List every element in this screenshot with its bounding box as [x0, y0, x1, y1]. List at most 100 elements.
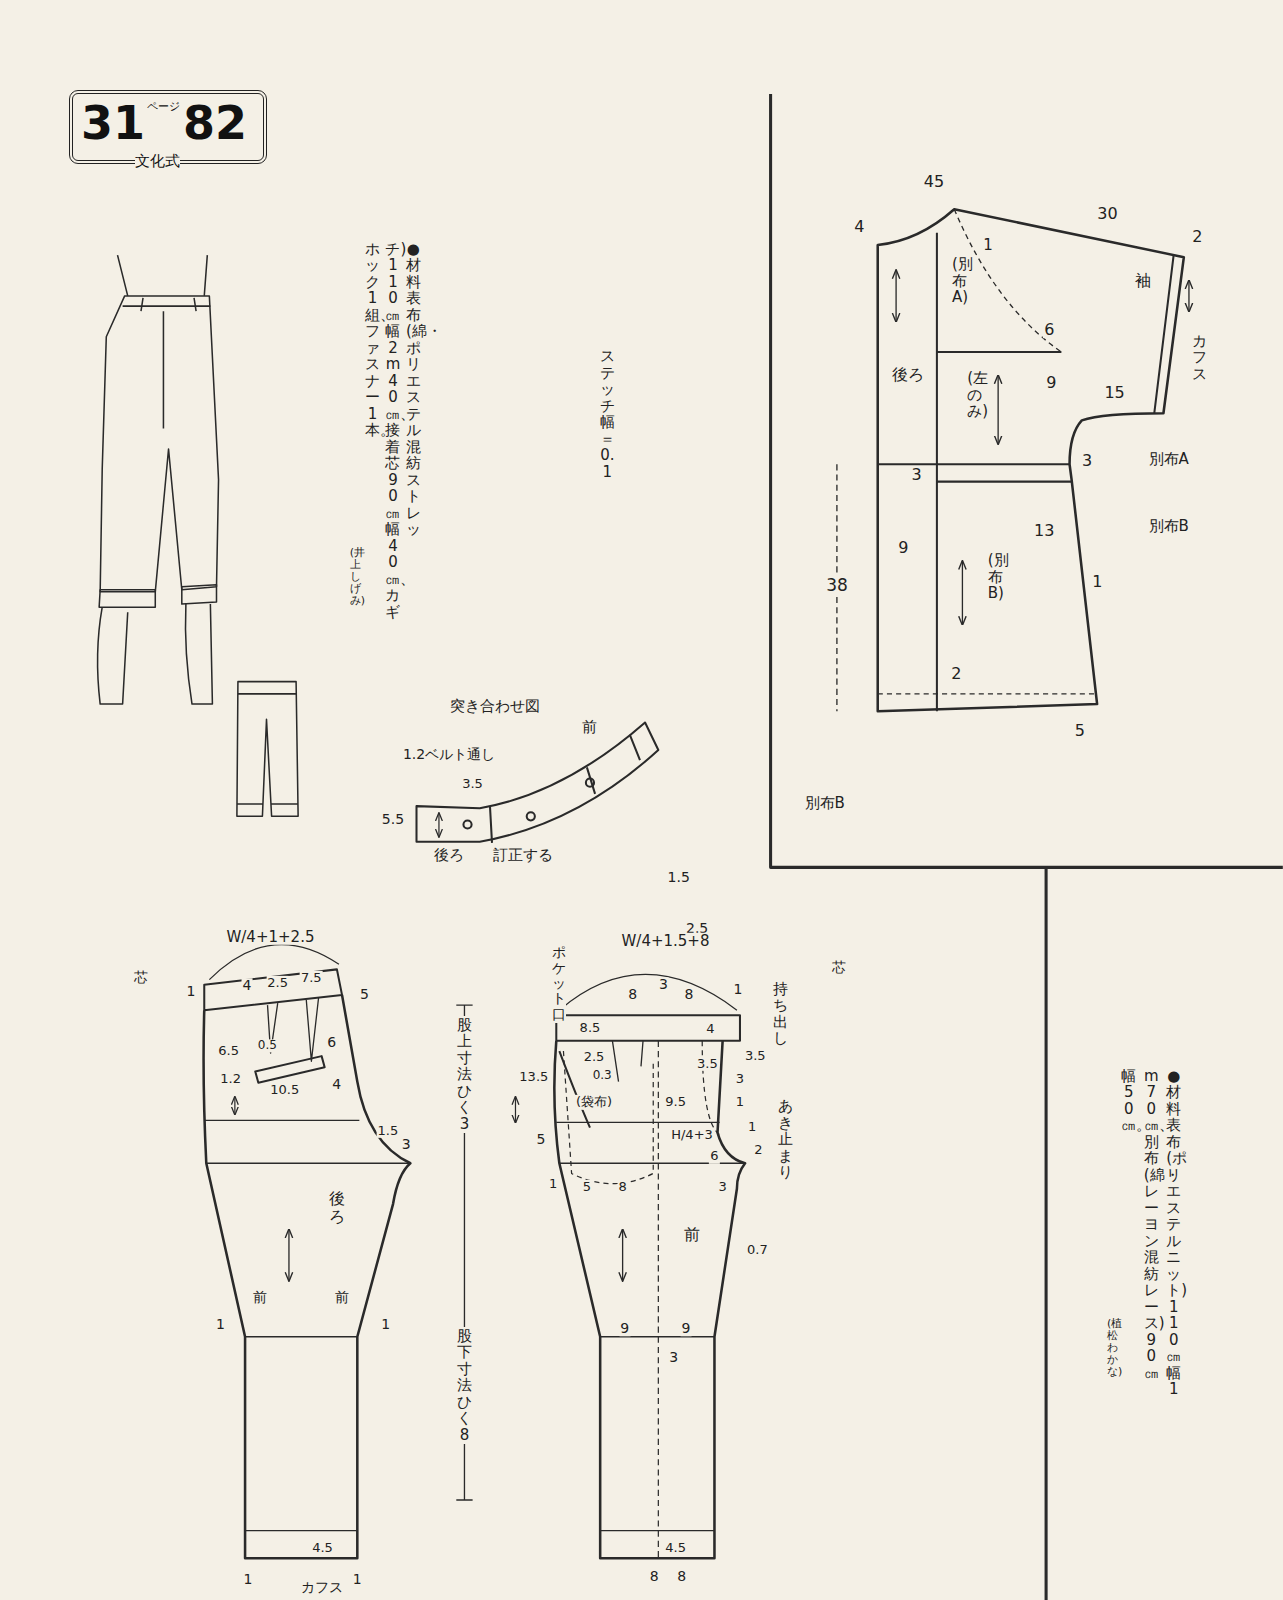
dimension-label: 0.5 [257, 1040, 278, 1053]
dimension-label: W/4+1.5+8 [621, 933, 711, 950]
part-name: (左のみ) [967, 369, 982, 421]
part-name: あき止まり [778, 1097, 793, 1182]
dimension-label: 9 [897, 539, 909, 557]
dimension-label: 30 [1096, 206, 1118, 224]
dimension-label: 6.5 [217, 1044, 240, 1058]
dimension-label: 8.5 [579, 1021, 602, 1035]
dimension-label: 0.7 [746, 1243, 769, 1257]
badge-text: 82 [183, 100, 247, 146]
dimension-label: 9 [680, 1321, 691, 1336]
part-name: 突き合わせ図 [449, 698, 541, 715]
part-name: 前 [581, 718, 598, 735]
part-name: 後ろ [329, 1189, 345, 1226]
dimension-label: 10.5 [269, 1083, 300, 1097]
dimension-label: 1 [243, 1572, 254, 1587]
dimension-label: H/4+3 [670, 1128, 714, 1142]
material-note: (植松わかな) [1107, 1317, 1118, 1379]
dimension-label: 5 [1074, 722, 1086, 740]
dimension-label: 3 [1081, 453, 1093, 471]
waistband-sketch [417, 722, 659, 842]
dimension-label: 1 [982, 237, 994, 254]
dimension-label: 1 [732, 982, 743, 997]
part-name: 芯 [133, 970, 149, 985]
frame-line [771, 94, 1283, 1600]
dimension-label: 6 [709, 1149, 719, 1163]
dimension-label: 45 [923, 173, 945, 191]
part-name: (別布B) [988, 551, 1003, 603]
dimension-label: 1 [352, 1572, 363, 1587]
dimension-label: 8 [683, 987, 694, 1002]
dimension-label: 9 [619, 1321, 630, 1336]
part-name: (袋布) [575, 1095, 613, 1109]
part-name: 前 [683, 1226, 701, 1244]
badge-text: 文化式 [135, 154, 180, 169]
dimension-label: 4 [242, 978, 253, 993]
dimension-label: 15 [1103, 384, 1125, 402]
dimension-label: 3.5 [696, 1056, 719, 1070]
dimension-label: 2.5 [266, 976, 289, 990]
dimension-label: 9.5 [664, 1095, 687, 1109]
dimension-label: 4 [705, 1022, 715, 1036]
dimension-label: 2 [950, 665, 962, 683]
part-name: 訂正する [492, 847, 554, 864]
dimension-label: 4 [331, 1077, 342, 1092]
dimension-label: 5 [359, 987, 370, 1002]
dimension-label: 1 [215, 1317, 226, 1332]
dimension-label: 8 [649, 1569, 660, 1584]
dimension-label: 3 [658, 977, 669, 992]
bodice-pattern [837, 209, 1189, 711]
dimension-label: 1 [185, 984, 196, 999]
page-badge: 31ページ82文化式 [69, 90, 267, 164]
dimension-label: 3 [718, 1180, 728, 1194]
dimension-label: 2 [753, 1143, 763, 1157]
dimension-label: 1.5 [667, 870, 691, 885]
material-note: ホック1組、ファスナー1本。 [365, 240, 380, 440]
front-trousers-pattern [515, 974, 745, 1558]
dimension-label: 5.5 [381, 812, 405, 827]
trousers-illustration [98, 255, 299, 816]
dimension-label: 0.3 [592, 1069, 613, 1082]
dimension-label: 4.5 [664, 1541, 687, 1555]
material-note: チ)110㎝幅2m40㎝、接着芯90㎝幅40㎝、カギ [385, 240, 400, 622]
dimension-label: 4.5 [311, 1541, 334, 1555]
dimension-label: 6 [326, 1035, 337, 1050]
part-name: 後ろ [891, 366, 925, 384]
dimension-label: 2 [1191, 228, 1203, 246]
part-name: 別布B [1148, 517, 1190, 534]
dimension-label: 股上寸法ひく3 [457, 1016, 472, 1134]
part-name: ポケット口 [552, 944, 566, 1023]
part-name: 後ろ [433, 847, 465, 864]
dimension-label: 38 [825, 576, 849, 595]
part-name: 前 [334, 1291, 350, 1306]
dimension-label: 1 [1091, 573, 1103, 591]
dimension-label: 3.5 [461, 777, 484, 791]
dimension-label: 1 [735, 1095, 745, 1109]
dimension-label: 5 [535, 1132, 546, 1147]
dimension-label: 5 [582, 1180, 592, 1194]
part-name: カフス [1192, 332, 1207, 384]
dimension-label: 3 [668, 1350, 679, 1365]
dimension-label: 1.5 [377, 1124, 400, 1138]
dimension-label: 3.5 [744, 1049, 767, 1063]
dimension-label: 6 [1043, 321, 1055, 339]
dimension-label: 7.5 [300, 971, 323, 985]
part-name: (別布A) [952, 255, 967, 307]
part-name: 袖 [1134, 272, 1152, 290]
back-trousers-pattern [204, 945, 411, 1559]
dimension-label: 3 [401, 1138, 412, 1153]
dimension-label: W/4+1+2.5 [225, 929, 315, 946]
part-name: 別布B [804, 795, 846, 812]
dimension-label: 1.2 [219, 1072, 242, 1086]
dimension-label: 1 [380, 1317, 391, 1332]
dimension-label: 1.2ベルト通し [402, 748, 496, 763]
badge-text: 31 [81, 100, 145, 146]
dimension-label: 8 [617, 1180, 627, 1194]
dimension-label: 股下寸法ひく8 [457, 1327, 472, 1445]
dimension-label: 3 [735, 1072, 745, 1086]
dimension-label: 3 [910, 466, 922, 484]
part-name: 持ち出し [773, 980, 788, 1048]
material-note: ●材料 表布(綿・ポリエステル混紡ストレッ [406, 240, 421, 539]
dimension-label: 13 [1033, 522, 1055, 540]
material-note: (井上しげみ) [350, 546, 361, 608]
